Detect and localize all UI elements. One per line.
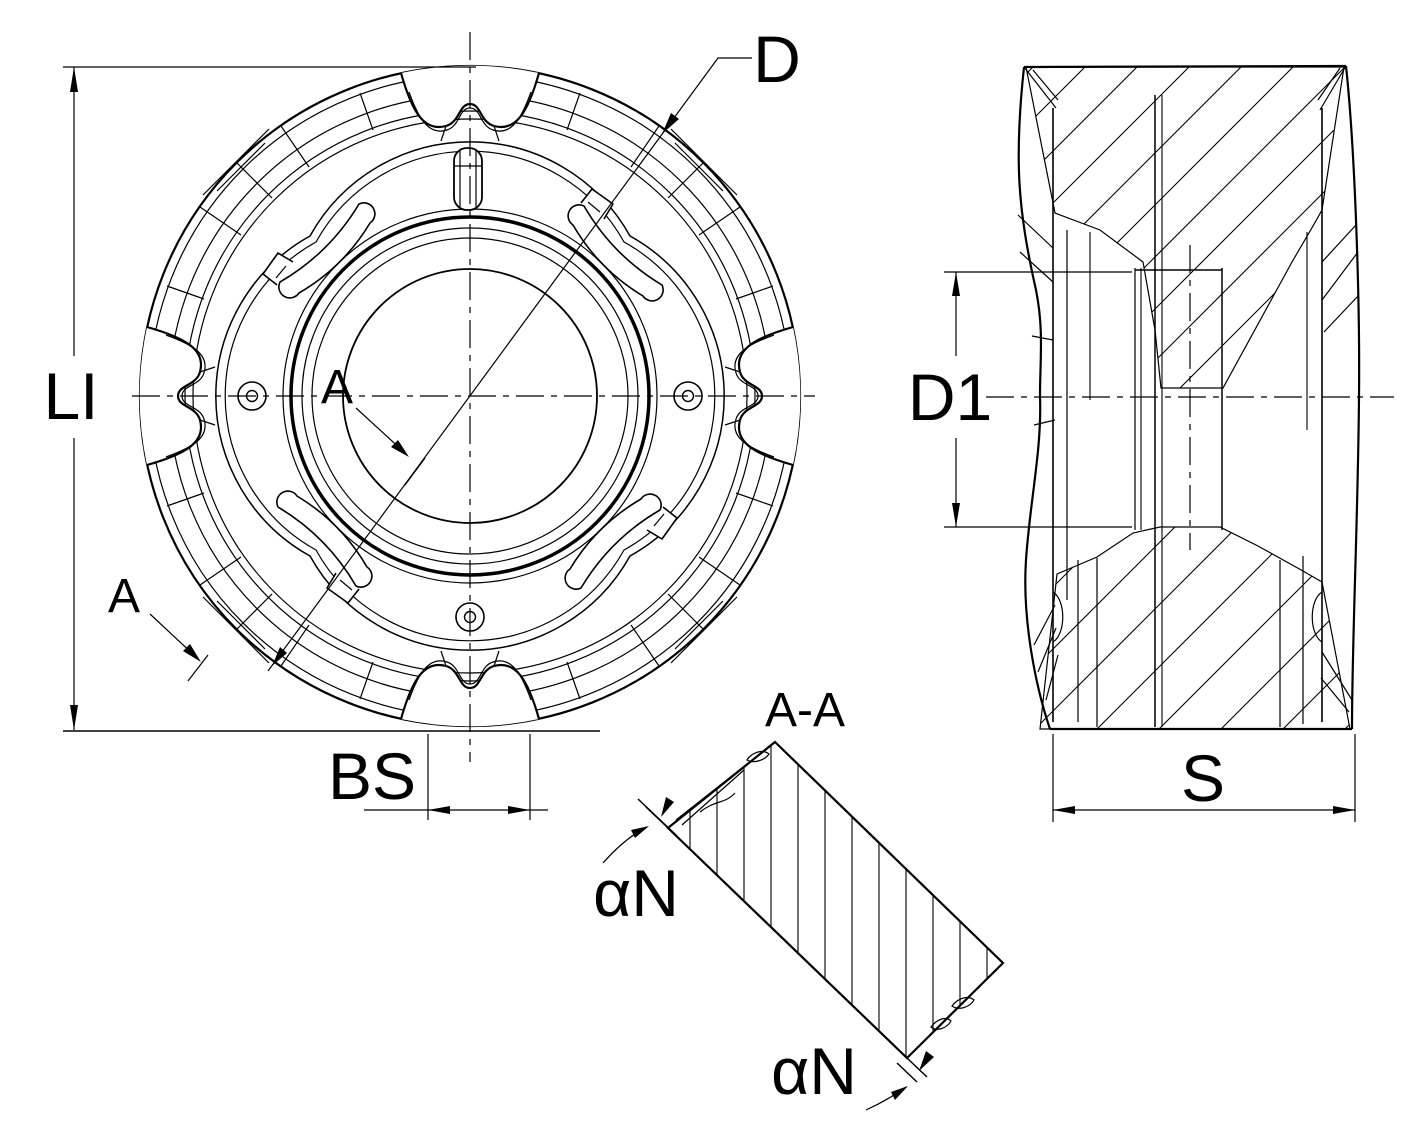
section-hatch — [689, 742, 988, 1058]
angle-dim-an-bottom — [865, 1051, 934, 1111]
front-view — [63, 32, 815, 820]
label-d1: D1 — [908, 360, 992, 434]
label-a-lower: A — [108, 570, 140, 623]
dim-li — [63, 66, 600, 732]
angle-dim-an-top — [602, 797, 677, 864]
label-an-top: αN — [593, 856, 679, 930]
bottom-hatch-boundary — [1039, 526, 1351, 730]
dim-d1 — [944, 271, 1132, 528]
section-line-end-arrow — [272, 647, 287, 666]
label-s: S — [1181, 741, 1225, 815]
rim-facet-lines — [166, 92, 774, 700]
seat-contour-outer — [215, 141, 725, 651]
section-outline — [666, 740, 1005, 1060]
top-key-slot — [453, 147, 483, 211]
side-outline — [1017, 64, 1361, 731]
label-an-bottom: αN — [771, 1034, 857, 1108]
section-arrow-upper — [355, 407, 426, 486]
arc-slot-se — [564, 493, 678, 590]
dim-s — [1052, 734, 1356, 822]
top-hatch-boundary — [1025, 66, 1345, 389]
label-a-upper: A — [321, 361, 353, 414]
bottom-hatch — [1040, 527, 1350, 729]
arc-slot-nw — [262, 202, 376, 299]
side-details — [1017, 65, 1360, 713]
side-verticals — [1052, 95, 1323, 727]
label-d: D — [753, 22, 801, 96]
d-leader-arrow — [662, 113, 679, 134]
label-li: LI — [43, 359, 98, 433]
dim-bs — [364, 734, 548, 820]
section-arrow-lower — [149, 613, 209, 682]
label-bs: BS — [328, 739, 416, 813]
section-groove-details — [675, 748, 999, 1030]
seat-contour-inner — [224, 150, 716, 642]
label-section-title: A-A — [765, 684, 845, 737]
